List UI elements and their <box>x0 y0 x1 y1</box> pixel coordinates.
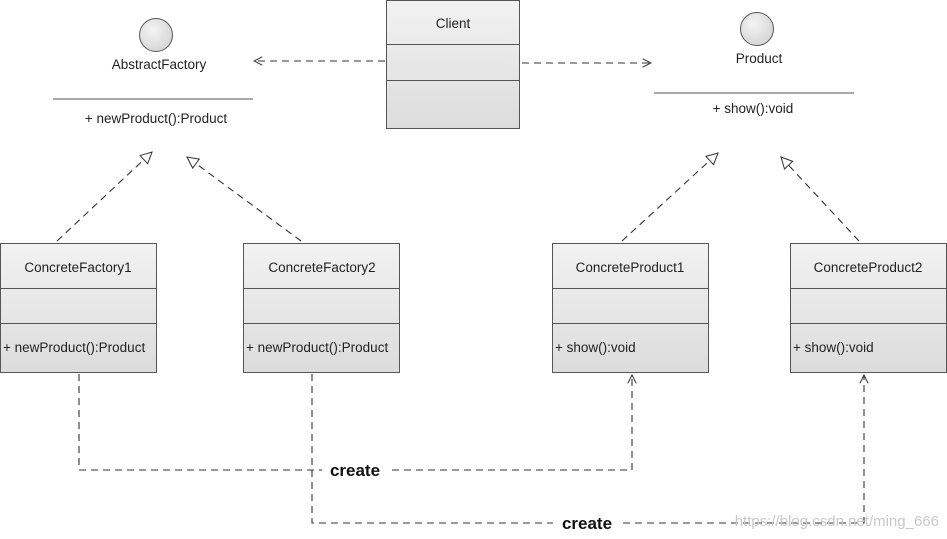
watermark-text: https://blog.csdn.net/ming_666 <box>735 513 939 530</box>
interface-lollipop-icon <box>740 12 774 46</box>
class-box <box>552 243 709 373</box>
realization-product1-to-product <box>621 153 718 242</box>
create-path-segment <box>623 375 864 524</box>
class-concrete-factory-1[interactable]: ConcreteFactory1 + newProduct():Product <box>0 243 157 373</box>
create-dependency-1: create <box>78 374 632 480</box>
class-box <box>0 243 157 373</box>
class-client[interactable]: Client <box>386 0 520 129</box>
realization-factory2-to-abstract-factory <box>187 157 302 242</box>
realization-factory1-to-abstract-factory <box>56 152 152 242</box>
class-box <box>386 0 520 129</box>
create-label: create <box>330 461 380 480</box>
class-name: Client <box>436 16 471 31</box>
create-path-segment <box>392 375 632 471</box>
class-name: ConcreteFactory1 <box>24 260 131 275</box>
interface-name: Product <box>736 51 783 66</box>
create-path-segment <box>78 374 322 471</box>
interface-operation: + show():void <box>713 101 794 116</box>
interface-operation: + newProduct():Product <box>85 111 227 126</box>
interface-name: AbstractFactory <box>112 57 207 72</box>
interface-lollipop-icon <box>139 18 173 52</box>
class-operation: + show():void <box>555 340 636 355</box>
interface-product[interactable]: Product + show():void <box>654 12 854 117</box>
class-operation: + newProduct():Product <box>246 340 388 355</box>
class-concrete-factory-2[interactable]: ConcreteFactory2 + newProduct():Product <box>243 243 400 373</box>
class-box <box>243 243 400 373</box>
class-name: ConcreteFactory2 <box>268 260 375 275</box>
interface-abstract-factory[interactable]: AbstractFactory + newProduct():Product <box>53 18 253 127</box>
class-operation: + newProduct():Product <box>3 340 145 355</box>
create-dependency-2: create <box>311 374 864 533</box>
class-concrete-product-1[interactable]: ConcreteProduct1 + show():void <box>552 243 709 373</box>
class-box <box>790 243 947 373</box>
realization-product2-to-product <box>781 157 860 242</box>
create-path-segment <box>311 374 553 524</box>
create-label: create <box>562 514 612 533</box>
class-name: ConcreteProduct1 <box>576 260 685 275</box>
class-concrete-product-2[interactable]: ConcreteProduct2 + show():void <box>790 243 947 373</box>
class-name: ConcreteProduct2 <box>814 260 923 275</box>
class-operation: + show():void <box>793 340 874 355</box>
